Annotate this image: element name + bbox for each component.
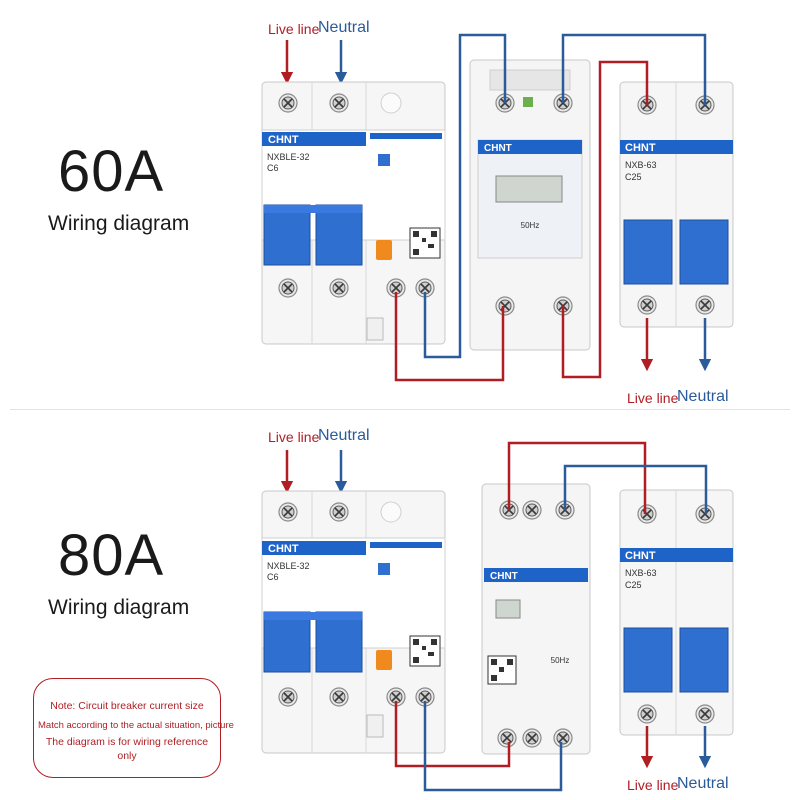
panel2-rcbo: CHNT NXBLE-32 C6	[261, 490, 446, 754]
panel1-amps-title: 60A	[58, 139, 165, 204]
panel1-mcb: CHNT NXB-63 C25	[619, 81, 734, 328]
svg-text:CHNT: CHNT	[268, 543, 299, 555]
panel2-top-live-label: Live line	[268, 429, 320, 445]
disclaimer-note: Note: Circuit breaker current size Match…	[33, 678, 234, 778]
svg-text:CHNT: CHNT	[268, 134, 299, 146]
panel-divider	[10, 409, 790, 410]
panel1-meter-neutral-out	[561, 33, 707, 105]
panel2-caption: Wiring diagram	[48, 596, 190, 619]
panel1-bottom-neutral-label: Neutral	[677, 388, 729, 405]
note-line-2: Match according to the actual situation,…	[38, 720, 234, 731]
panel2-meter-freq: 50Hz	[551, 656, 570, 665]
panel1-neutral-wire	[423, 33, 507, 359]
note-line-4: only	[117, 750, 137, 762]
svg-text:NXB-63: NXB-63	[625, 568, 657, 578]
panel1-bottom-live-label: Live line	[627, 390, 679, 406]
svg-text:C6: C6	[267, 572, 279, 582]
panel2-mcb: CHNT NXB-63 C25	[619, 489, 734, 736]
panel1-top-live-label: Live line	[268, 21, 320, 37]
panel1-caption: Wiring diagram	[48, 212, 190, 235]
panel2-bottom-live-label: Live line	[627, 777, 679, 793]
panel1-meter-freq: 50Hz	[521, 221, 540, 230]
panel2-top-neutral-label: Neutral	[318, 427, 370, 444]
svg-text:C25: C25	[625, 580, 642, 590]
panel1-meter-live-out	[561, 60, 649, 379]
panel1-live-wire	[394, 292, 505, 382]
svg-text:NXBLE-32: NXBLE-32	[267, 152, 310, 162]
svg-text:CHNT: CHNT	[625, 550, 656, 562]
panel2-energy-meter: CHNT 50Hz	[481, 483, 591, 755]
svg-text:NXB-63: NXB-63	[625, 160, 657, 170]
panel2-meter-neutral-out	[563, 464, 708, 514]
panel1-rcbo: CHNT NXBLE-32 C6	[261, 81, 446, 345]
svg-text:C25: C25	[625, 172, 642, 182]
panel2-bottom-neutral-label: Neutral	[677, 775, 729, 792]
panel2-live-wire	[394, 701, 511, 768]
panel1-energy-meter: CHNT 50Hz	[469, 59, 591, 351]
panel2-amps-title: 80A	[58, 523, 165, 588]
svg-text:C6: C6	[267, 163, 279, 173]
note-line-3: The diagram is for wiring reference	[45, 736, 209, 748]
panel2-neutral-wire	[423, 701, 563, 792]
svg-text:CHNT: CHNT	[490, 571, 518, 582]
svg-text:NXBLE-32: NXBLE-32	[267, 561, 310, 571]
panel1-top-neutral-label: Neutral	[318, 19, 370, 36]
svg-text:CHNT: CHNT	[625, 142, 656, 154]
note-line-1: Note: Circuit breaker current size	[50, 700, 204, 712]
panel2-meter-live-out	[507, 441, 647, 514]
svg-text:CHNT: CHNT	[484, 143, 512, 154]
